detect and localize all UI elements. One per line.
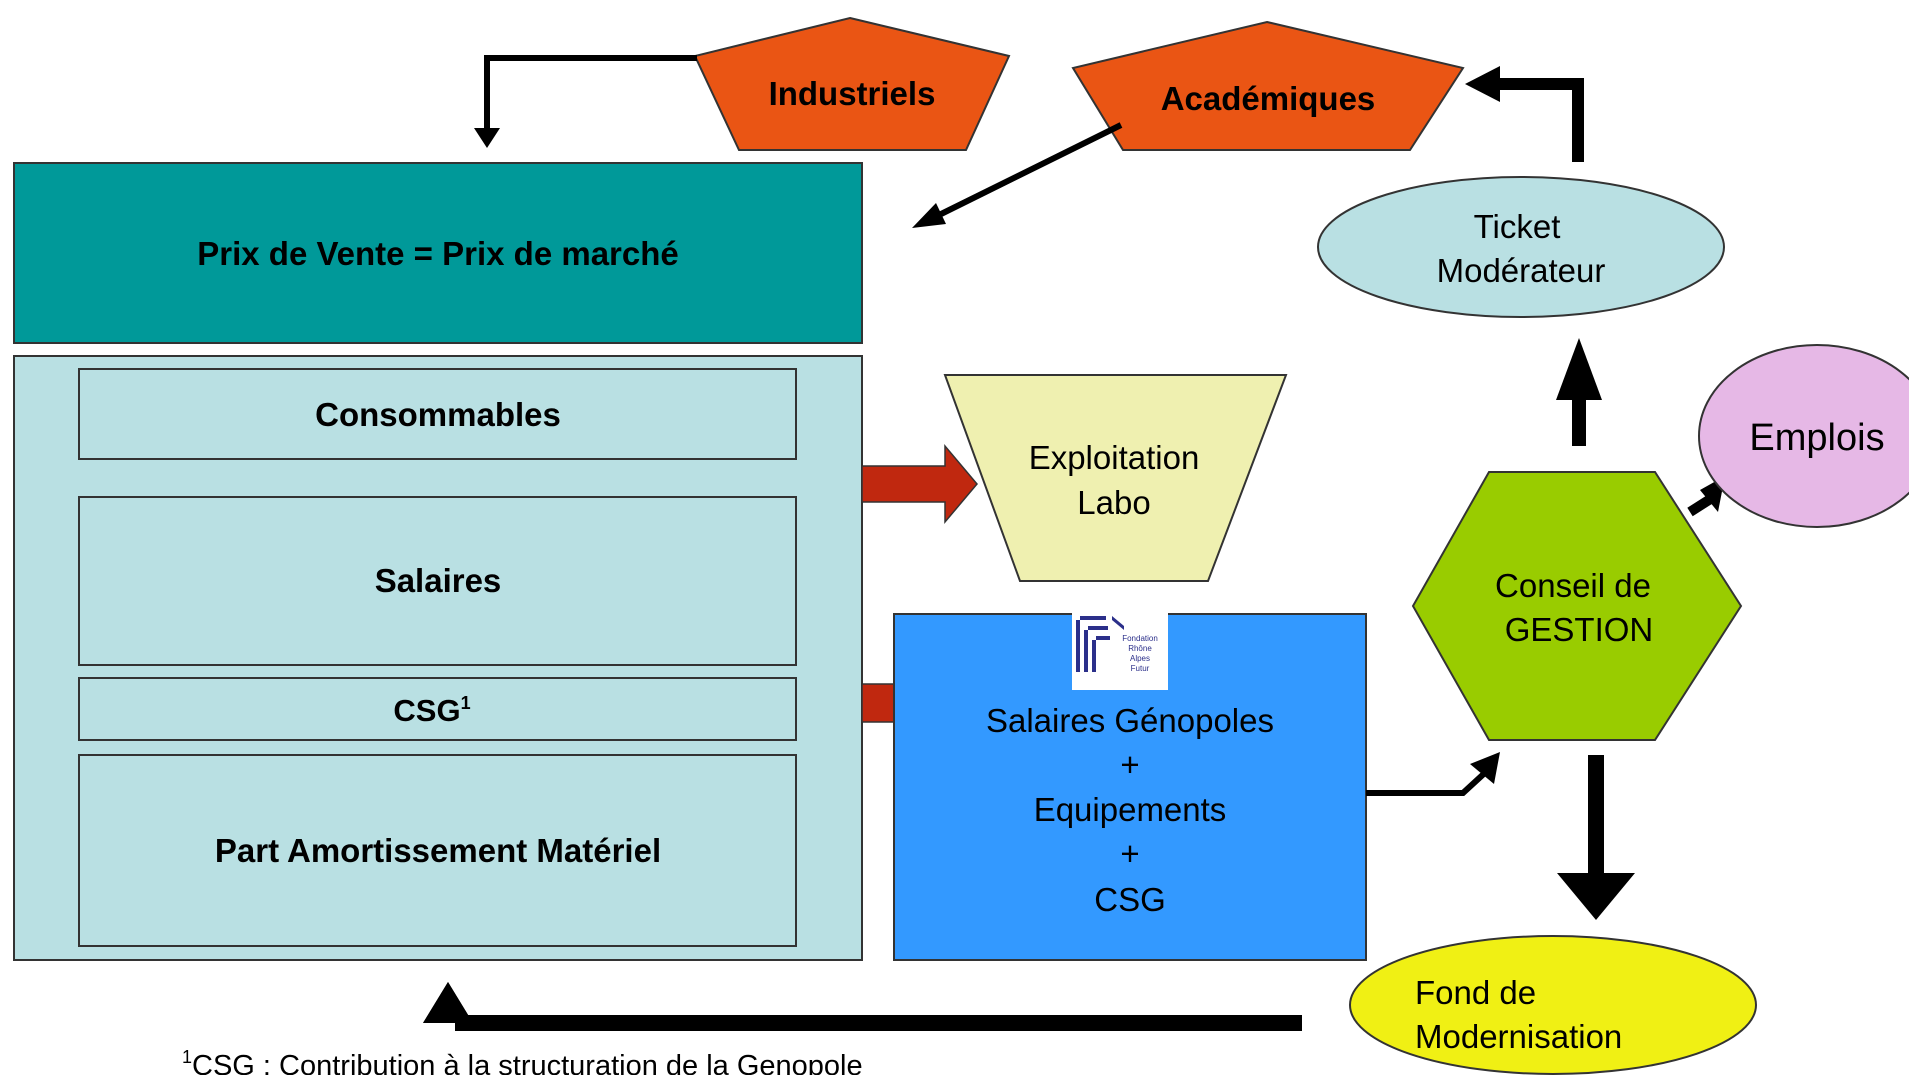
industriels-arrowhead	[474, 128, 500, 148]
svg-text:Futur: Futur	[1131, 664, 1150, 673]
salaires-label: Salaires	[375, 562, 502, 599]
svg-text:Alpes: Alpes	[1130, 654, 1150, 663]
costs-to-exploitation-arrow	[861, 443, 978, 525]
conseil-gestion-hexagon	[1411, 471, 1743, 741]
conseil-to-ticket-arrow	[1572, 400, 1586, 446]
ticket-line2: Modérateur	[1437, 252, 1606, 289]
ticket-line1: Ticket	[1474, 208, 1561, 245]
svg-text:Rhône: Rhône	[1128, 644, 1152, 653]
academiques-arrowhead	[912, 203, 946, 228]
csg-box	[78, 677, 797, 741]
industriels-arrow	[484, 55, 697, 135]
exploitation-line1: Exploitation	[1029, 439, 1200, 476]
csg-to-genopoles-arrow	[861, 683, 895, 723]
industriels-pentagon	[693, 16, 1011, 151]
fond-to-costs-arrow	[455, 1015, 1302, 1031]
genopoles-line3: CSG	[1094, 881, 1166, 918]
conseil-to-fond-arrow	[1588, 755, 1604, 873]
part-amortissement-box	[78, 754, 797, 947]
genopoles-line1: Salaires Génopoles	[986, 702, 1274, 739]
fond-line1: Fond de	[1415, 974, 1536, 1011]
ticket-moderateur-ellipse	[1317, 176, 1725, 318]
conseil-to-emplois-arrow	[1687, 493, 1715, 517]
footnote-sup: 1	[182, 1047, 192, 1067]
conseil-to-ticket-arrowhead	[1556, 338, 1602, 400]
ticket-to-academiques-arrowhead	[1465, 66, 1500, 102]
svg-text:Fondation: Fondation	[1122, 634, 1158, 643]
emplois-label: Emplois	[1749, 417, 1884, 459]
consommables-box	[78, 368, 797, 460]
part-amortissement-label: Part Amortissement Matériel	[215, 832, 661, 869]
csg-label: CSG1	[393, 693, 470, 728]
salaires-box	[78, 496, 797, 666]
academiques-label: Académiques	[1161, 80, 1376, 117]
genopoles-to-conseil-arrowhead	[1470, 752, 1500, 784]
academiques-pentagon	[1071, 20, 1465, 151]
fond-modernisation-ellipse	[1349, 935, 1757, 1075]
footnote-text: CSG : Contribution à la structuration de…	[192, 1050, 863, 1075]
fondation-rhone-alpes-futur-logo: Fondation Rhône Alpes Futur	[1072, 612, 1168, 690]
csg-superscript: 1	[461, 693, 471, 713]
exploitation-line2: Labo	[1077, 484, 1150, 521]
genopoles-to-conseil-arrow	[1366, 767, 1491, 796]
genopoles-line2: Equipements	[1034, 791, 1227, 828]
genopoles-plus1: +	[1120, 746, 1139, 783]
emplois-ellipse	[1698, 344, 1909, 528]
genopoles-plus2: +	[1120, 835, 1139, 872]
ticket-to-academiques-arrow	[1492, 78, 1584, 162]
exploitation-labo-trapezoid	[943, 374, 1288, 582]
prix-vente-label: Prix de Vente = Prix de marché	[197, 235, 679, 272]
conseil-line2: GESTION	[1505, 611, 1654, 648]
footnote: 1CSG : Contribution à la structuration d…	[182, 1047, 863, 1075]
consommables-label: Consommables	[315, 396, 561, 433]
fond-line2: Modernisation	[1415, 1018, 1622, 1055]
industriels-label: Industriels	[769, 75, 936, 112]
prix-vente-box	[13, 162, 863, 344]
conseil-line1: Conseil de	[1495, 567, 1651, 604]
conseil-to-fond-arrowhead	[1557, 873, 1635, 920]
academiques-arrow	[933, 122, 1123, 220]
